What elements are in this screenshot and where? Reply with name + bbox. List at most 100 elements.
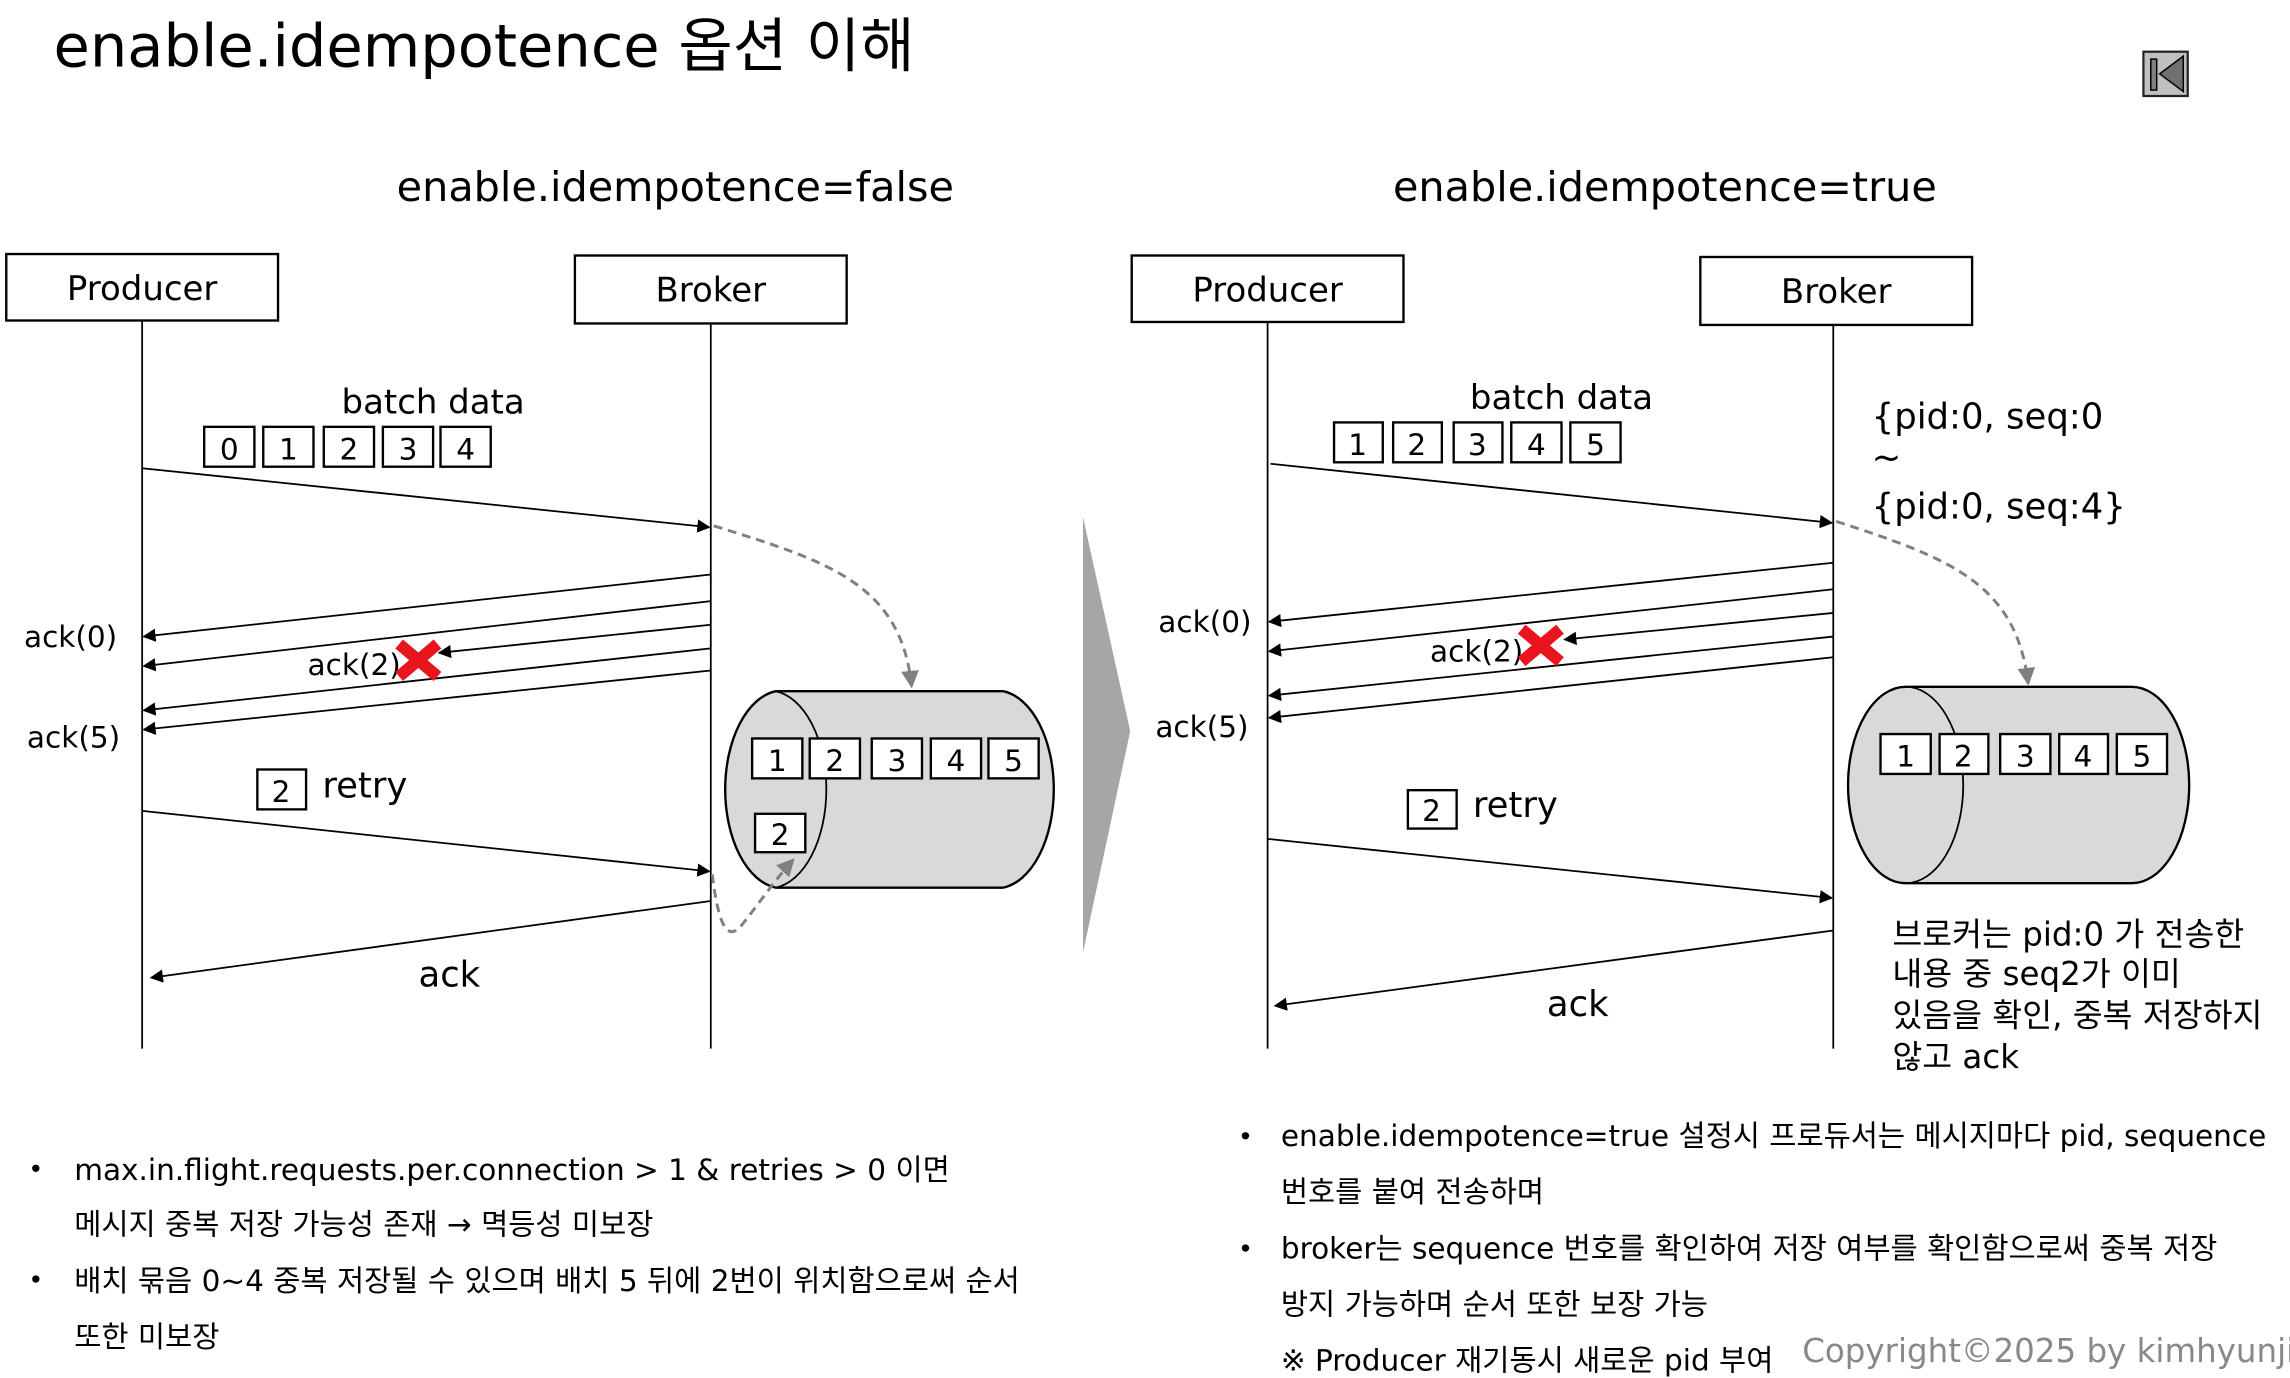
diagram-idempotence-true: enable.idempotence=true Producer Broker … [1130,163,2262,1076]
right-heading: enable.idempotence=true [1393,163,1937,211]
record: 2 [340,432,359,466]
seq-range-end: {pid:0, seq:4} [1872,486,2126,527]
producer-box [1130,254,1405,324]
diagram-idempotence-false: enable.idempotence=false Producer Broker… [5,163,1055,1049]
producer-label: Producer [1192,270,1342,310]
note-text: max.in.flight.requests.per.connection > … [74,1153,950,1187]
retry-arrow [142,809,711,877]
copyright: Copyright©2025 by kimhyunjin [1802,1332,2290,1370]
note-text: 번호를 붙여 전송하며 [1281,1175,1544,1209]
bullet-icon [32,1275,40,1283]
seq-range-tilde: ~ [1872,438,1902,479]
record: 2 [1954,740,1973,774]
right-notes: enable.idempotence=true 설정시 프로듀서는 메시지마다 … [1241,1119,2266,1378]
record: 1 [768,744,787,778]
record: 3 [399,432,418,466]
record: 5 [1586,428,1605,462]
note-text: broker는 sequence 번호를 확인하여 저장 여부를 확인함으로써 … [1281,1231,2217,1265]
record: 0 [220,432,239,466]
retry-record [256,768,308,811]
broker-box [1699,255,1974,327]
store-arrow [1835,519,2036,686]
ack-label: ack [1547,984,1609,1025]
retry-record [1406,788,1458,830]
batch-label: batch data [1470,378,1653,418]
ack-arrow [1267,635,1834,702]
log-records: 1 2 3 4 5 2 [750,737,1040,854]
fail-x-icon [1517,624,1564,667]
final-ack-arrow [1273,929,1834,1011]
producer-label: Producer [67,269,217,309]
ack-arrow [142,573,711,642]
log-records: 1 2 3 4 5 [1879,732,2169,776]
retry-label: retry [1473,785,1558,826]
send-arrow [142,467,711,533]
duplicate-store-arrow [710,858,795,934]
seq-range-start: {pid:0, seq:0 [1872,396,2104,437]
record: 3 [1468,428,1487,462]
ack-arrow [1267,656,1834,724]
note-text: ※ Producer 재기동시 새로운 pid 부여 [1281,1344,1773,1378]
broker-box [573,254,848,325]
retry-record-label: 2 [1422,794,1441,828]
ack-arrow [142,669,711,735]
ack-arrow [142,600,711,672]
retry-record-label: 2 [272,775,291,809]
note-text: 또한 미보장 [74,1320,219,1354]
record: 4 [947,744,966,778]
record: 2 [825,744,844,778]
send-arrow [1270,462,1834,529]
duplicate-record [753,812,807,854]
log-cylinder [1846,685,2191,885]
left-notes: max.in.flight.requests.per.connection > … [32,1153,1020,1354]
note-text: 방지 가능하며 순서 또한 보장 가능 [1281,1287,1708,1321]
producer-box [5,252,280,322]
ack5-label: ack(5) [27,720,120,754]
transition-arrow-icon [1082,516,1131,953]
record: 4 [2073,740,2092,774]
batch-records: 1 2 3 4 5 [1332,421,1622,464]
bullet-icon [1241,1244,1250,1252]
note-line: 않고 ack [1892,1038,2019,1076]
page-title: enable.idempotence 옵션 이해 [54,11,915,80]
ack2-label: ack(2) [308,648,401,682]
final-ack-arrow [149,900,711,983]
duplicate-record-label: 2 [771,818,790,852]
record: 3 [887,744,906,778]
skip-to-start-icon[interactable] [2142,50,2189,98]
left-heading: enable.idempotence=false [397,163,954,211]
note-line: 내용 중 seq2가 이미 [1892,955,2180,993]
note-text: enable.idempotence=true 설정시 프로듀서는 메시지마다 … [1281,1119,2266,1153]
batch-label: batch data [342,383,525,423]
record: 1 [1896,740,1915,774]
ack-label: ack [418,955,480,996]
record: 3 [2016,740,2035,774]
broker-note: 브로커는 pid:0 가 전송한 내용 중 seq2가 이미 있음을 확인, 중… [1892,915,2262,1076]
record: 1 [279,432,298,466]
retry-arrow [1267,838,1834,904]
ack-arrow-lost [437,623,711,659]
ack-arrow [142,647,711,716]
record: 4 [456,432,475,466]
ack-arrow-lost [1563,612,1834,645]
ack5-label: ack(5) [1155,710,1248,744]
record: 2 [1407,428,1426,462]
ack-arrow [1267,588,1834,657]
bullet-icon [32,1164,40,1172]
broker-label: Broker [1781,272,1892,312]
record: 5 [1004,744,1023,778]
ack-arrow [1267,561,1834,628]
record: 5 [2133,740,2152,774]
bullet-icon [1241,1132,1250,1140]
store-arrow [713,524,919,689]
note-line: 브로커는 pid:0 가 전송한 [1892,915,2244,953]
ack0-label: ack(0) [1158,605,1251,639]
record: 4 [1527,428,1546,462]
log-cylinder [724,690,1055,889]
note-text: 배치 묶음 0~4 중복 저장될 수 있으며 배치 5 뒤에 2번이 위치함으로… [74,1264,1020,1298]
fail-x-icon [395,639,442,681]
ack0-label: ack(0) [24,620,117,654]
retry-label: retry [322,766,407,807]
ack2-label: ack(2) [1430,635,1523,669]
